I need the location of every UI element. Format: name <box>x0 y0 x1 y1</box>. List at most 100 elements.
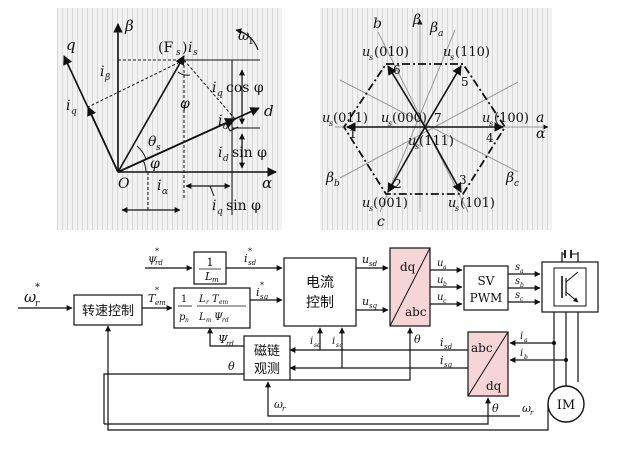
omega-r-motor-label: ω r <box>522 402 534 417</box>
svg-text:*: * <box>155 286 159 295</box>
svg-text:(100): (100) <box>494 111 529 126</box>
svg-text:Ψ: Ψ <box>214 312 224 323</box>
inverter-block <box>541 250 599 313</box>
flux-observer-label-2: 观测 <box>254 362 280 377</box>
gain1-numerator: 1 <box>207 256 214 269</box>
svg-text:em: em <box>155 299 166 307</box>
hex-vector-label-101: u s (101) 3 <box>448 173 495 213</box>
hex-label-a: a <box>536 110 544 126</box>
id-parallel <box>87 59 185 108</box>
svg-text:rd: rd <box>226 340 234 348</box>
svg-text:s: s <box>176 48 181 58</box>
hex-label-c: c <box>377 214 385 230</box>
isd-fb-label: i sd <box>310 336 321 349</box>
flux-observer-block <box>243 335 291 381</box>
svg-text:*: * <box>248 247 252 256</box>
psi-ref-label: ψ rd * <box>148 247 163 267</box>
svg-text:u: u <box>437 292 443 303</box>
svg-text:i: i <box>256 286 260 299</box>
svpwm-label-1: SV <box>478 274 495 288</box>
hex-vector-label-001: u s (001) 2 <box>362 177 408 213</box>
svg-text:sin φ: sin φ <box>226 198 261 214</box>
theta-label-inverse-park: θ <box>414 333 421 346</box>
svg-text:6: 6 <box>393 63 401 77</box>
svg-text:T: T <box>212 294 220 305</box>
svg-text:sin φ: sin φ <box>232 145 267 161</box>
psi-rd-label: Ψ rd <box>218 333 234 348</box>
svg-text:rd: rd <box>155 259 163 267</box>
svg-text:sd: sd <box>248 259 257 267</box>
label-phi-lower: φ <box>150 156 160 172</box>
svg-text:4: 4 <box>486 131 494 145</box>
svg-text:s: s <box>489 119 493 128</box>
beta-b-line <box>339 81 519 179</box>
svg-text:r: r <box>35 299 40 309</box>
is-vector <box>117 55 185 173</box>
label-d: d <box>264 102 274 120</box>
svg-text:a: a <box>438 29 443 39</box>
svg-text:(111): (111) <box>419 134 454 149</box>
svg-text:p: p <box>179 312 186 323</box>
svg-text:*: * <box>35 282 40 293</box>
svg-text:s: s <box>515 290 520 301</box>
svg-text:s: s <box>156 143 161 153</box>
svg-text:θ: θ <box>148 134 157 150</box>
svg-text:(010): (010) <box>374 45 409 60</box>
ia-label: i a <box>520 331 528 344</box>
b-axis-line <box>377 31 469 213</box>
psi-rd-feedback <box>207 327 244 347</box>
svg-text:2: 2 <box>394 177 402 191</box>
sb-label: s b <box>515 276 524 289</box>
svg-text:a: a <box>443 264 447 271</box>
iq-parallel <box>183 59 236 120</box>
igbt-collector <box>565 271 579 283</box>
vector-diagram: β q d α O ω 1 (F s ) i s i β i q φ φ θ s <box>57 8 282 230</box>
label-omega1: ω 1 <box>238 28 254 47</box>
phi-upper-arc <box>177 71 191 76</box>
svg-text:u: u <box>362 45 370 60</box>
theta-to-park <box>104 397 491 425</box>
svg-text:i: i <box>188 40 192 56</box>
svg-text:q: q <box>71 107 77 117</box>
vector-110 <box>424 65 462 128</box>
svg-text:a: a <box>524 337 528 344</box>
svg-text:i: i <box>218 113 222 129</box>
svg-text:c: c <box>520 296 524 303</box>
svg-text:b: b <box>443 281 447 288</box>
vector-010 <box>387 65 426 128</box>
speed-controller-label: 转速控制 <box>82 304 134 319</box>
svg-text:s: s <box>515 262 520 273</box>
motor-label: IM <box>557 398 575 413</box>
svg-text:1: 1 <box>349 127 357 141</box>
svg-text:i: i <box>66 98 70 114</box>
speed-controller-block <box>73 294 143 326</box>
park-diagonal <box>467 331 509 397</box>
svg-text:i: i <box>310 336 313 347</box>
vector-101 <box>424 126 462 193</box>
svg-text:*: * <box>155 247 159 256</box>
svg-text:): ) <box>182 40 187 56</box>
svg-text:i: i <box>332 336 335 347</box>
hex-label-alpha: α <box>536 126 546 142</box>
usq-label: u sq <box>362 295 378 310</box>
svg-text:(110): (110) <box>455 45 490 60</box>
svg-text:b: b <box>520 282 524 289</box>
gain2-d2: L m Ψ rd <box>198 312 229 324</box>
park-abc: abc <box>471 341 493 355</box>
current-controller-label-2: 控制 <box>306 295 334 311</box>
svg-text:q: q <box>217 207 223 217</box>
omega-rotation-arc <box>235 28 259 51</box>
svg-text:*: * <box>260 281 264 290</box>
id-vector <box>117 118 236 173</box>
label-q: q <box>66 36 76 54</box>
svg-text:sd: sd <box>369 260 378 268</box>
block-diagram: ω r * 转速控制 T em * ψ rd * 1 L m i <box>18 247 599 431</box>
svg-text:ω: ω <box>522 402 531 415</box>
svg-text:s: s <box>515 276 520 287</box>
svg-text:i: i <box>218 145 222 161</box>
hex-label-beta-c: β c <box>505 170 519 189</box>
label-i-beta: i β <box>100 64 110 83</box>
svg-text:u: u <box>437 275 443 286</box>
svg-text:u: u <box>448 196 456 211</box>
